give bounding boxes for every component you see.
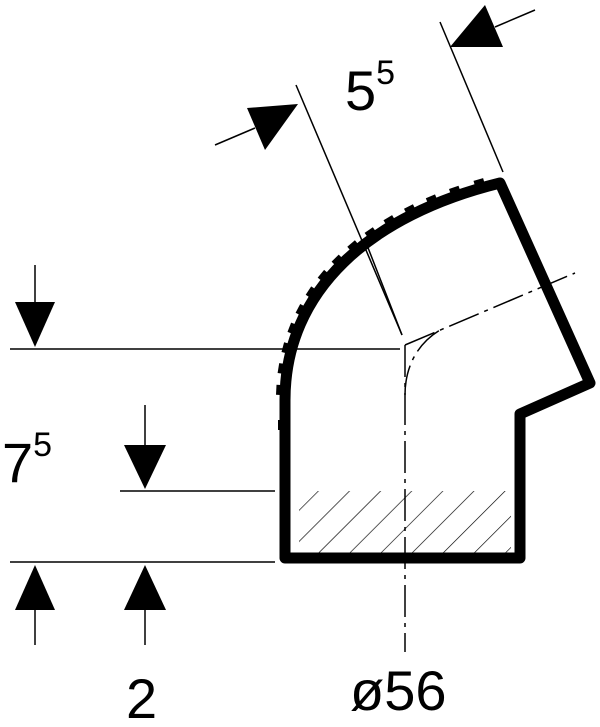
diameter-label: ø56: [350, 659, 447, 722]
arrow-up-icon: [15, 565, 55, 610]
bend-centerline: [404, 272, 576, 346]
socket-tooth: [383, 215, 397, 228]
socket-tooth: [276, 384, 286, 396]
socket-tooth: [404, 204, 417, 217]
socket-tooth: [347, 240, 361, 254]
dim-extension-left: [295, 84, 403, 336]
arrow-down-icon: [124, 445, 166, 489]
socket-tooth: [287, 322, 300, 336]
wall-offset-label: 2: [126, 667, 157, 727]
socket-depth-label: 55: [345, 54, 395, 122]
arrow-down-icon: [15, 302, 55, 347]
bend-centerline-arc: [404, 329, 441, 396]
socket-tooth: [305, 286, 319, 300]
socket-tooth: [317, 269, 331, 284]
socket-tooth: [425, 194, 439, 207]
socket-teeth: [276, 178, 486, 430]
socket-tooth: [449, 185, 462, 198]
arrow-up-icon: [124, 565, 166, 610]
socket-tooth: [277, 363, 289, 375]
socket-tooth: [364, 227, 378, 241]
arrow-shaft: [494, 9, 536, 28]
socket-tooth: [473, 178, 486, 190]
offset-height-label: 75: [2, 426, 52, 494]
socket-tooth: [278, 420, 286, 430]
arrow-diagonal-icon: [450, 5, 503, 47]
socket-tooth: [295, 304, 309, 317]
pipe-bend-outline: [279, 177, 596, 564]
arrow-diagonal-icon: [247, 104, 298, 150]
socket-tooth: [331, 254, 346, 268]
arrow-shaft: [214, 127, 256, 146]
